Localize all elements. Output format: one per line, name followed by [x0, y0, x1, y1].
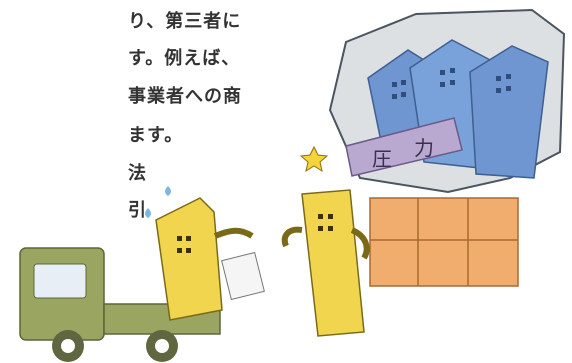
text-line-6: 引: [128, 200, 147, 221]
text-line-4: ます。: [128, 125, 184, 146]
paper-icon: [221, 251, 265, 301]
text-line-5: 法: [128, 163, 147, 184]
pressure-char-2: 力: [414, 136, 434, 160]
text-line-3: 事業者への商: [128, 86, 242, 107]
star-icon: [299, 145, 329, 173]
yellow-building-left: [155, 197, 254, 321]
pressure-sign: 圧 力: [345, 117, 463, 177]
pressure-char-1: 圧: [372, 147, 392, 171]
text-line-1: り、第三者に: [128, 11, 242, 32]
sweat-drop-icon: [145, 186, 171, 218]
boxes-icon: [369, 197, 519, 287]
text-line-2: す。例えば、: [128, 48, 241, 69]
yellow-building-right: [281, 189, 370, 337]
